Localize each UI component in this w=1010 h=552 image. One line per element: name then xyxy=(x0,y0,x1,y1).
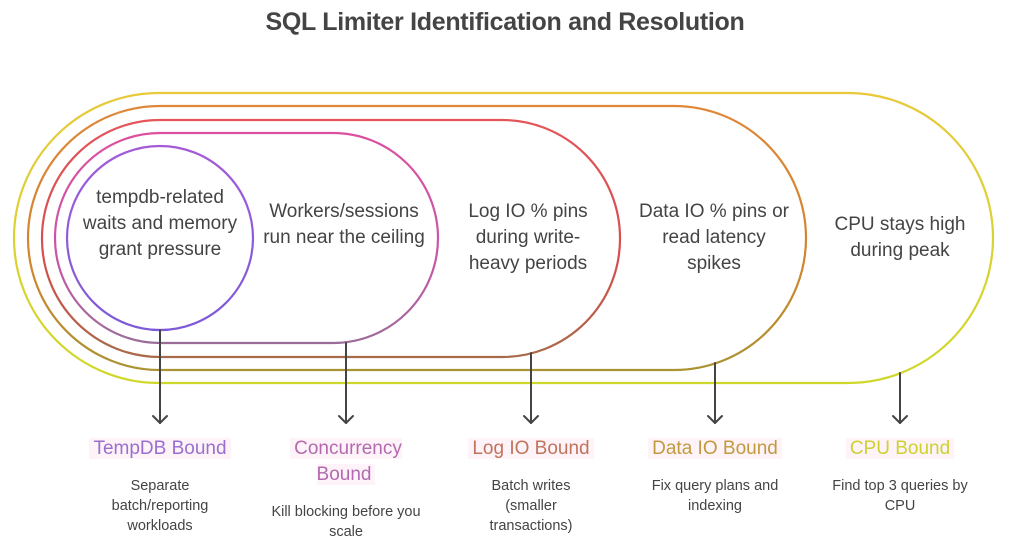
label-tempdb: TempDB Bound xyxy=(70,436,250,462)
symptom-log-io: Log IO % pins during write-heavy periods xyxy=(468,201,588,274)
label-log-io: Log IO Bound xyxy=(441,436,621,462)
action-data-io: Fix query plans and indexing xyxy=(651,478,779,514)
arrow-log-io xyxy=(523,352,539,424)
symptom-data-io: Data IO % pins or read latency spikes xyxy=(639,201,789,274)
arrow-data-io xyxy=(707,362,723,424)
ring-log-io xyxy=(40,118,622,359)
arrow-concurrency xyxy=(338,342,354,424)
action-concurrency: Kill blocking before you scale xyxy=(271,504,421,540)
label-log-io-text: Log IO Bound xyxy=(468,438,594,459)
label-cpu: CPU Bound xyxy=(810,436,990,462)
arrow-tempdb xyxy=(152,329,168,424)
ring-data-io xyxy=(26,104,808,372)
symptom-concurrency: Workers/sessions run near the ceiling xyxy=(263,201,425,248)
ring-concurrency xyxy=(53,131,440,345)
action-cpu: Find top 3 queries by CPU xyxy=(832,478,968,514)
label-cpu-text: CPU Bound xyxy=(845,438,955,459)
action-log-io: Batch writes (smaller transactions) xyxy=(489,478,573,534)
diagram-title: SQL Limiter Identification and Resolutio… xyxy=(265,8,745,36)
symptom-tempdb: tempdb-related waits and memory grant pr… xyxy=(82,187,238,260)
label-concurrency-text: Concurrency Bound xyxy=(290,438,402,485)
label-tempdb-text: TempDB Bound xyxy=(89,438,231,459)
symptom-cpu: CPU stays high during peak xyxy=(834,214,966,261)
label-data-io: Data IO Bound xyxy=(625,436,805,462)
action-tempdb: Separate batch/reporting workloads xyxy=(111,478,209,534)
ring-cpu xyxy=(12,91,995,385)
arrow-cpu xyxy=(892,372,908,424)
label-concurrency: Concurrency Bound xyxy=(266,436,426,488)
label-data-io-text: Data IO Bound xyxy=(648,438,782,459)
